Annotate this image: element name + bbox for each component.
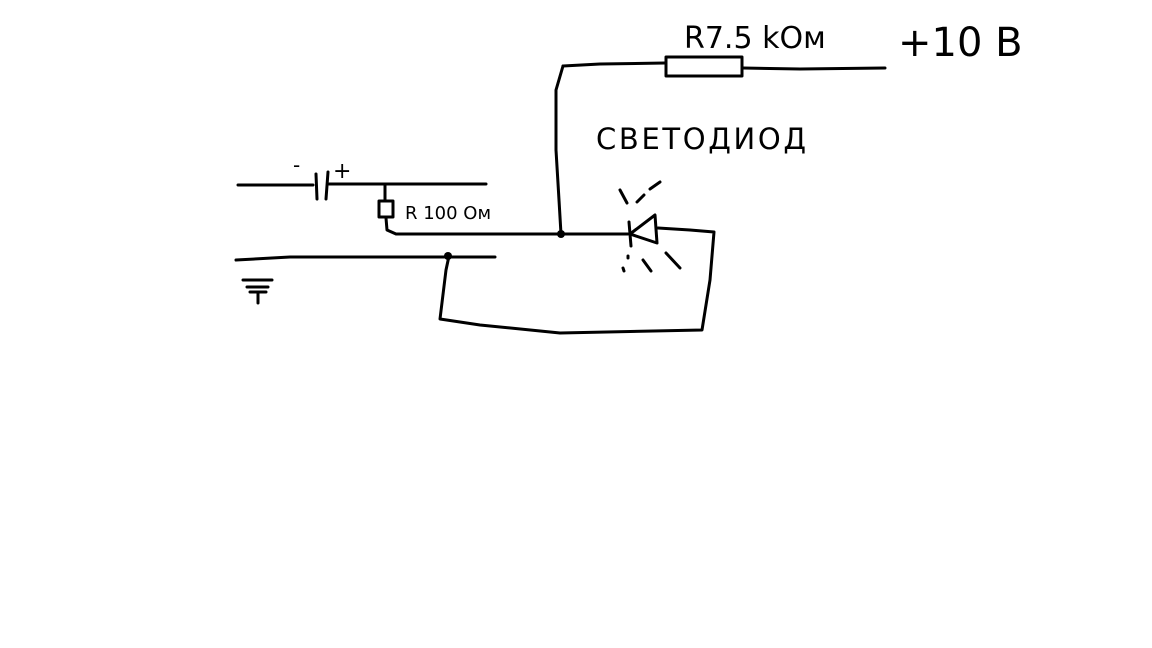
wire-vertical [554, 64, 565, 236]
wire-led-return [438, 226, 716, 335]
wire-top-left [561, 61, 667, 68]
label-voltage: +10 В [898, 20, 1023, 66]
wire-to-supply [741, 66, 887, 71]
led-triangle [628, 213, 659, 245]
label-cap-plus: + [333, 159, 351, 184]
junction-dot [557, 230, 565, 238]
wire-ground [234, 255, 497, 262]
resistor-7k5 [664, 55, 744, 78]
ground-icon [241, 278, 274, 305]
ground-junction-dot [444, 252, 452, 260]
wire-small-res-bottom [384, 216, 630, 236]
label-small-resistor: R 100 Ом [405, 203, 491, 224]
capacitor-plate-plus [324, 170, 330, 201]
label-led: СВЕТОДИОД [596, 122, 806, 156]
light-rays-icon [618, 180, 682, 273]
resistor-100 [377, 199, 395, 219]
label-cap-minus: - [293, 153, 300, 177]
capacitor-plate-minus [314, 172, 319, 201]
label-top-resistor: R7.5 kОм [684, 21, 826, 56]
